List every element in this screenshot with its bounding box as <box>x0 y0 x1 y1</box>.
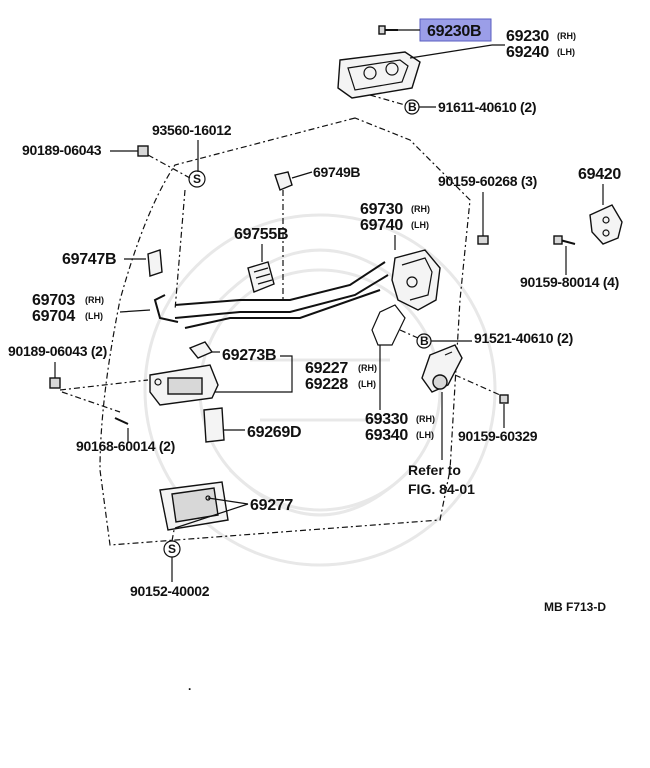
leader <box>171 529 175 542</box>
leader <box>207 497 249 505</box>
part-label-90189-a[interactable]: 90189-06043 <box>22 142 102 158</box>
door-lock-shape <box>371 249 441 346</box>
side-lh-3: (LH) <box>85 311 103 321</box>
door-outline <box>99 117 471 546</box>
outside-handle-shape <box>337 25 421 99</box>
lock-cylinder-shape <box>421 344 463 393</box>
leader <box>454 374 501 396</box>
side-rh-5: (RH) <box>416 414 435 424</box>
side-rh-4: (RH) <box>358 363 377 373</box>
part-label-90159-a[interactable]: 90159-60268 (3) <box>438 173 537 189</box>
inside-handle-lever-shape <box>149 364 219 406</box>
part-label-69228[interactable]: 69228 <box>305 376 349 393</box>
part-label-69730[interactable]: 69730 <box>360 201 404 218</box>
leader <box>291 171 313 179</box>
striker-shape <box>589 204 623 245</box>
part-label-93560[interactable]: 93560-16012 <box>152 122 232 138</box>
clip-69747b-shape <box>147 249 163 277</box>
part-label-69755b[interactable]: 69755B <box>234 226 289 243</box>
bolt-shape <box>477 235 489 245</box>
leader <box>409 44 505 59</box>
side-lh: (LH) <box>557 47 575 57</box>
part-label-69230b[interactable]: 69230B <box>427 23 482 40</box>
inside-handle-bezel-shape <box>159 481 229 531</box>
part-label-90189-b[interactable]: 90189-06043 (2) <box>8 343 107 359</box>
refer-note-line1: Refer to <box>408 462 461 478</box>
leader <box>147 154 191 179</box>
part-label-91611[interactable]: 91611-40610 (2) <box>438 99 537 115</box>
side-lh-4: (LH) <box>358 379 376 389</box>
leader <box>119 309 151 313</box>
leader <box>59 379 149 391</box>
watermark-emblem <box>143 213 497 567</box>
marker-b-2: B <box>420 334 429 348</box>
part-label-69420[interactable]: 69420 <box>578 166 622 183</box>
part-label-69747b[interactable]: 69747B <box>62 251 117 268</box>
stray-dot: . <box>188 679 191 693</box>
leader <box>174 189 186 311</box>
figure-code: MB F713-D <box>544 600 606 614</box>
bolt-shape-3 <box>499 394 509 404</box>
part-label-69749b[interactable]: 69749B <box>313 164 361 180</box>
leader <box>215 355 293 393</box>
side-rh-2: (RH) <box>411 204 430 214</box>
part-label-69330[interactable]: 69330 <box>365 411 409 428</box>
leader <box>61 391 121 413</box>
marker-s: S <box>193 172 201 186</box>
part-label-69740[interactable]: 69740 <box>360 217 404 234</box>
screw-marker-s <box>188 170 206 188</box>
part-label-90168[interactable]: 90168-60014 (2) <box>76 438 175 454</box>
link-rods <box>153 261 389 329</box>
clip-shape <box>137 145 149 157</box>
side-lh-2: (LH) <box>411 220 429 230</box>
part-label-69227[interactable]: 69227 <box>305 360 349 377</box>
clip-shape-2 <box>49 377 61 389</box>
pad-shape <box>203 407 225 443</box>
guide-clip-shape <box>274 171 293 191</box>
part-label-90159-c[interactable]: 90159-60329 <box>458 428 538 444</box>
leader <box>399 329 419 339</box>
side-rh: (RH) <box>557 31 576 41</box>
leader <box>174 503 249 529</box>
part-label-69273b[interactable]: 69273B <box>222 347 277 364</box>
marker-s-2: S <box>168 542 176 556</box>
part-label-69704[interactable]: 69704 <box>32 308 76 325</box>
part-label-69269d[interactable]: 69269D <box>247 424 302 441</box>
refer-note-line2[interactable]: FIG. 84-01 <box>408 481 475 497</box>
part-label-90152[interactable]: 90152-40002 <box>130 583 210 599</box>
part-label-91521[interactable]: 91521-40610 (2) <box>474 330 573 346</box>
screw-shape <box>114 417 129 425</box>
part-label-69340[interactable]: 69340 <box>365 427 409 444</box>
side-lh-5: (LH) <box>416 430 434 440</box>
part-label-69277[interactable]: 69277 <box>250 497 294 514</box>
leader <box>369 94 406 106</box>
side-rh-3: (RH) <box>85 295 104 305</box>
part-label-69240[interactable]: 69240 <box>506 44 550 61</box>
marker-b: B <box>408 100 417 114</box>
part-label-69230[interactable]: 69230 <box>506 28 550 45</box>
part-label-90159-b[interactable]: 90159-80014 (4) <box>520 274 619 290</box>
part-label-69703[interactable]: 69703 <box>32 292 76 309</box>
